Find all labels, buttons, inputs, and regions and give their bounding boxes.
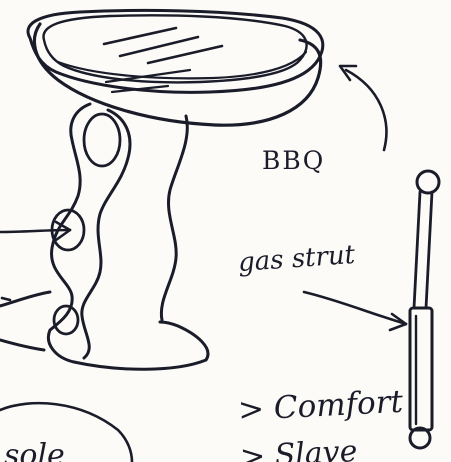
strut-arrow	[304, 292, 406, 330]
stand-hole-top	[84, 114, 120, 166]
bbq-tub-outer	[34, 24, 320, 125]
left-arrow	[0, 222, 70, 240]
stand-hole-bottom	[54, 306, 78, 334]
left-platform	[0, 292, 50, 350]
stand-right-edge	[161, 116, 187, 320]
stand-inner-wave	[82, 110, 130, 358]
strut-cylinder	[410, 308, 432, 430]
strut-top-ball	[417, 171, 439, 193]
gas-strut	[410, 171, 439, 448]
grate-line-1	[104, 28, 176, 44]
bbq-rim-outer	[28, 10, 323, 92]
bbq-arrow	[340, 66, 386, 150]
bbq-grill	[28, 10, 323, 125]
grate-line-4	[106, 70, 190, 82]
wavy-stand	[48, 104, 208, 369]
bbq-label: BBQ	[262, 146, 325, 175]
bottom-left-label: sole	[4, 438, 65, 462]
slave-label: > Slave	[239, 434, 358, 462]
stand-base	[74, 322, 208, 369]
grate-line-3	[148, 46, 222, 63]
